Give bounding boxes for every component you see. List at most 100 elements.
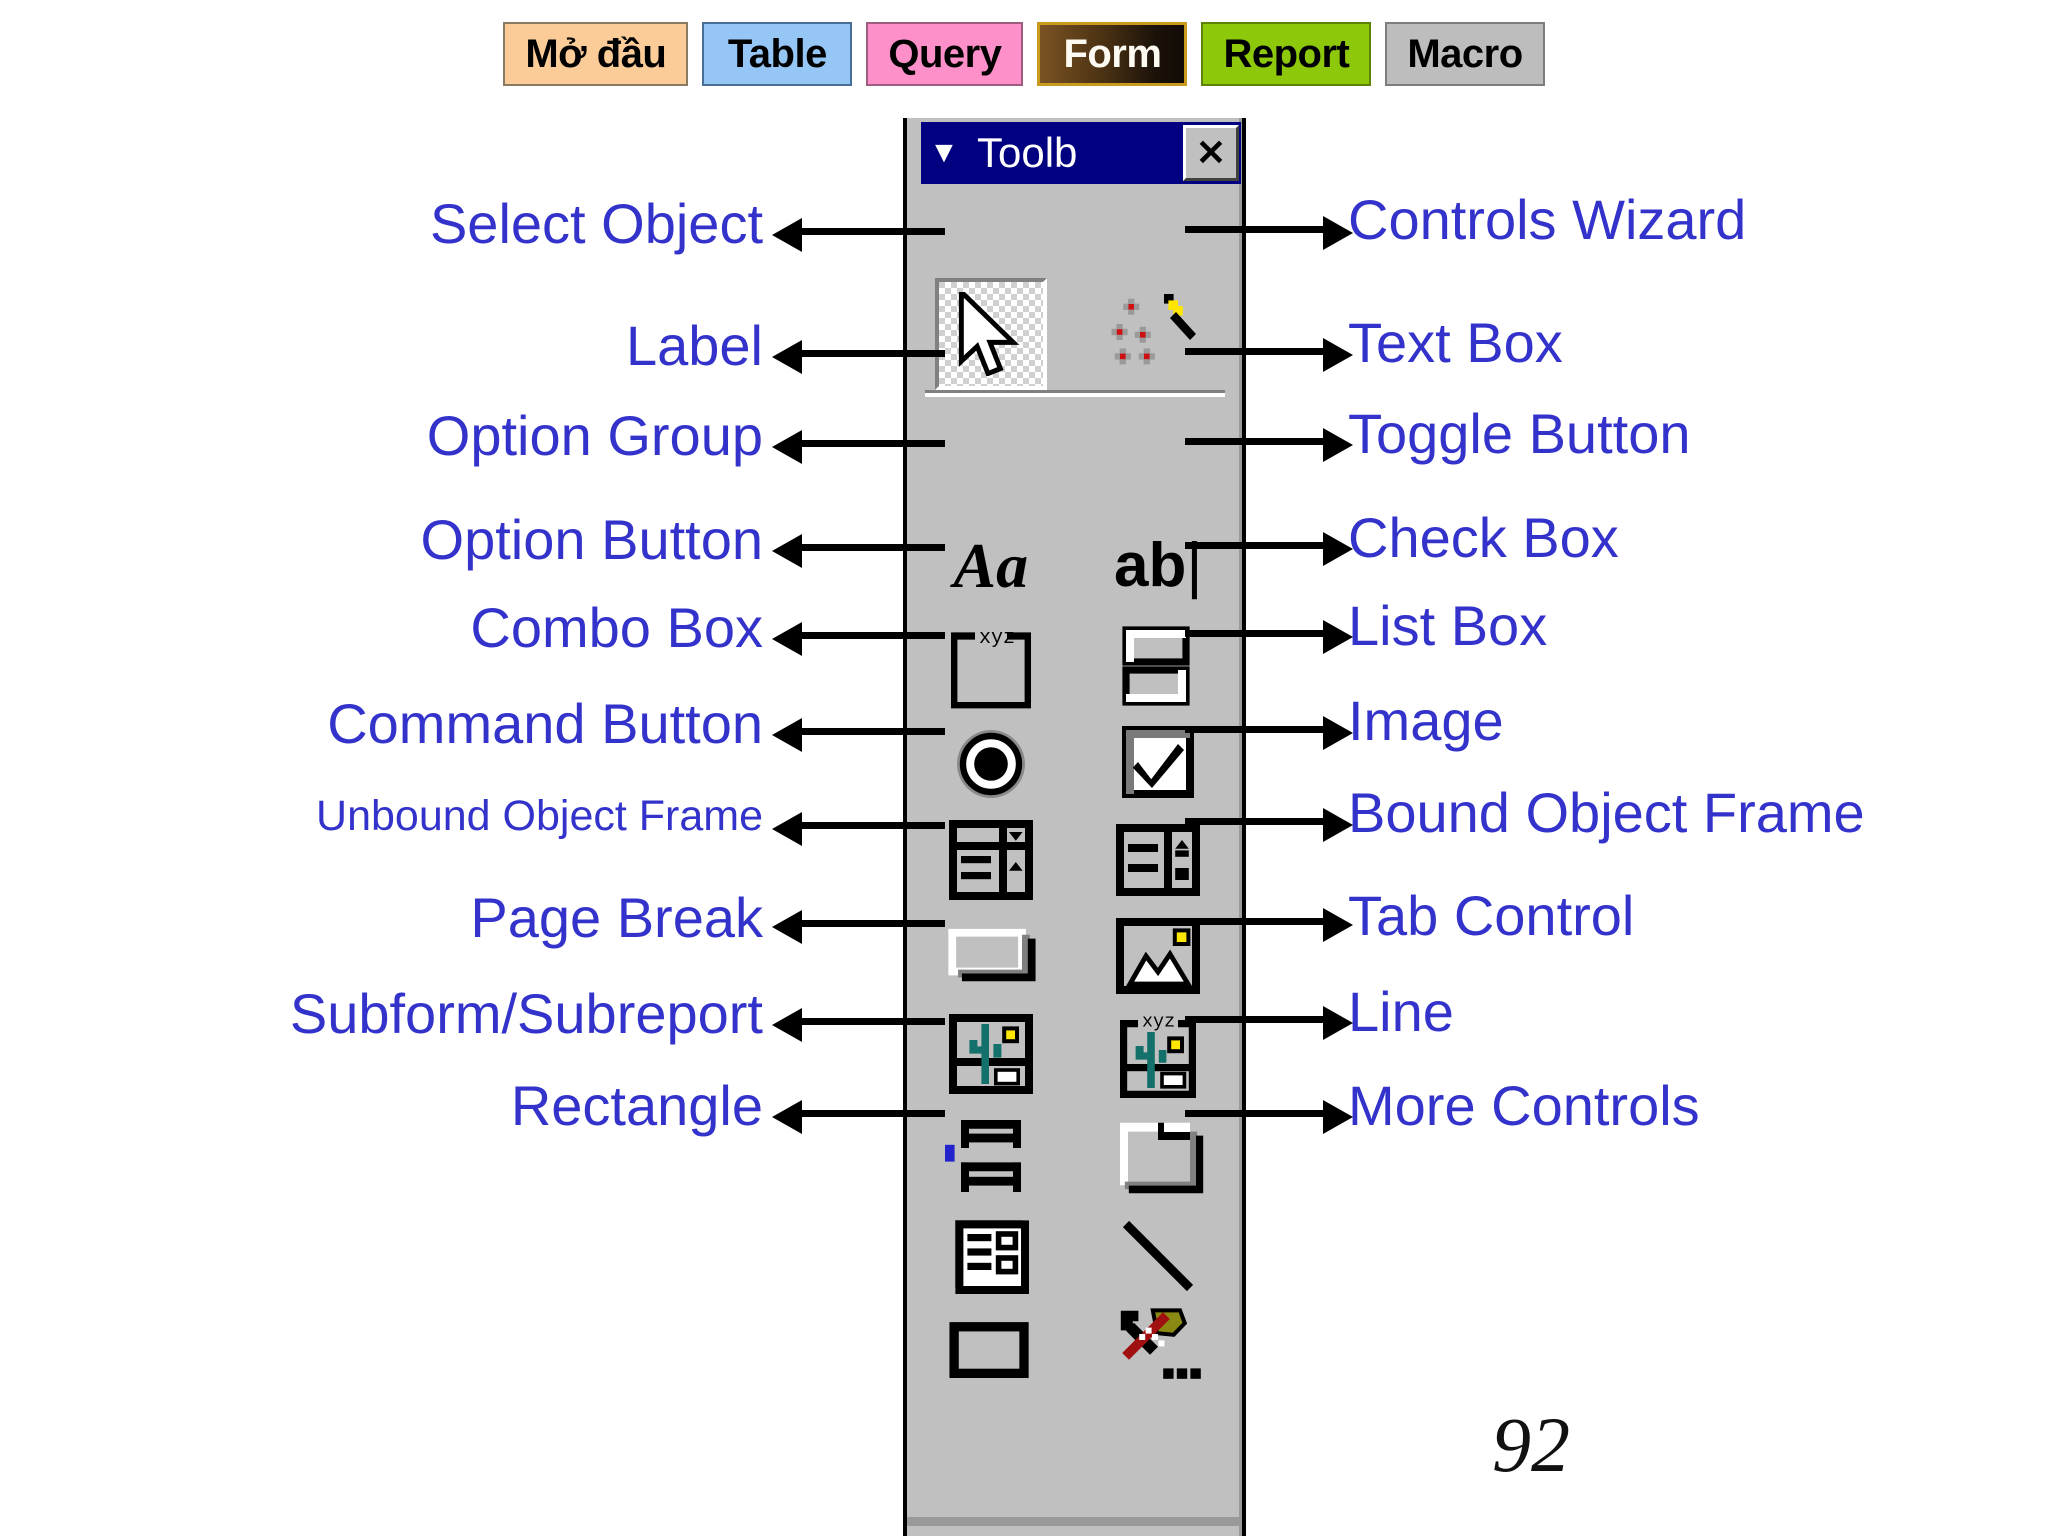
arrow-option-group xyxy=(772,430,945,464)
tool-controls-wizard[interactable] xyxy=(1075,286,1243,382)
callout-more-controls: More Controls xyxy=(1348,1074,1700,1137)
toolbox-row: xyz xyxy=(907,1006,1242,1102)
arrow-option-button xyxy=(772,534,945,568)
tab-report[interactable]: Report xyxy=(1201,22,1372,86)
tab-label: Query xyxy=(888,32,1002,76)
arrow-rectangle xyxy=(772,1100,945,1134)
tab-label: Macro xyxy=(1407,32,1523,76)
tool-command-button[interactable] xyxy=(907,908,1075,1004)
callout-combo-box: Combo Box xyxy=(470,596,763,659)
tool-label[interactable]: Aa xyxy=(907,518,1075,614)
callout-subform-subreport: Subform/Subreport xyxy=(289,982,763,1045)
arrow-page-break xyxy=(772,910,945,944)
image-picture-icon xyxy=(1116,918,1201,994)
tool-toggle-button[interactable] xyxy=(1075,618,1243,714)
tool-tab-control[interactable] xyxy=(1075,1108,1243,1204)
arrow-cursor-icon xyxy=(934,278,1047,390)
tool-option-group[interactable]: xyz xyxy=(907,618,1075,714)
magic-wand-icon xyxy=(1111,294,1197,365)
tool-rectangle[interactable] xyxy=(907,1304,1075,1400)
toolbox-titlebar[interactable]: ▼ Toolb ✕ xyxy=(921,122,1241,184)
tab-label: Mở đầu xyxy=(525,32,667,76)
arrow-toggle-button xyxy=(1185,428,1353,462)
close-icon[interactable]: ✕ xyxy=(1183,125,1239,181)
tool-line[interactable] xyxy=(1075,1208,1243,1304)
combo-box-icon xyxy=(948,820,1033,900)
tool-text-box[interactable]: ab| xyxy=(1075,518,1243,614)
callout-toggle-button: Toggle Button xyxy=(1348,402,1691,465)
label-aa-icon: Aa xyxy=(953,530,1029,601)
arrow-controls-wizard xyxy=(1185,216,1353,250)
tool-list-box[interactable] xyxy=(1075,812,1243,908)
toolbox-bottom-shadow xyxy=(907,1517,1242,1526)
callout-option-button: Option Button xyxy=(420,508,763,571)
tab-query[interactable]: Query xyxy=(866,22,1024,86)
arrow-check-box xyxy=(1185,532,1353,566)
tool-option-button[interactable] xyxy=(907,716,1075,812)
tab-control-icon xyxy=(1120,1122,1204,1194)
tab-label: Report xyxy=(1223,32,1350,76)
arrow-command-button xyxy=(772,718,945,752)
toolbox-separator xyxy=(925,390,1225,397)
arrow-unbound-object-frame xyxy=(772,812,945,846)
callout-select-object: Select Object xyxy=(429,192,763,255)
tab-mo-dau[interactable]: Mở đầu xyxy=(503,22,689,86)
toolbox-row xyxy=(907,908,1242,1004)
tool-bound-object-frame[interactable]: xyz xyxy=(1075,1006,1243,1102)
tab-table[interactable]: Table xyxy=(702,22,853,86)
unbound-object-frame-icon xyxy=(948,1014,1033,1094)
arrow-line xyxy=(1185,1006,1353,1040)
chevron-down-icon[interactable]: ▼ xyxy=(929,136,959,169)
section-tab-strip: Mở đầu Table Query Form Report Macro xyxy=(0,22,2048,86)
callout-image: Image xyxy=(1348,689,1504,752)
arrow-tab-control xyxy=(1185,908,1353,942)
tool-image[interactable] xyxy=(1075,908,1243,1004)
callout-unbound-object-frame: Unbound Object Frame xyxy=(316,792,763,840)
toolbox-row xyxy=(907,1108,1242,1204)
line-icon xyxy=(1123,1220,1194,1292)
callout-text-box: Text Box xyxy=(1348,311,1563,374)
rectangle-icon xyxy=(949,1322,1029,1379)
callout-bound-object-frame: Bound Object Frame xyxy=(1348,781,1865,844)
tool-subform-subreport[interactable] xyxy=(907,1208,1075,1304)
callout-page-break: Page Break xyxy=(470,886,763,949)
callout-list-box: List Box xyxy=(1348,594,1548,657)
tool-page-break[interactable] xyxy=(907,1108,1075,1204)
tool-unbound-object-frame[interactable] xyxy=(907,1006,1075,1102)
option-group-xyz-icon: xyz xyxy=(950,627,1031,709)
arrow-select-object xyxy=(772,218,945,252)
toolbox-title: Toolb xyxy=(977,129,1078,176)
tool-select-object[interactable] xyxy=(907,278,1075,390)
toggle-button-icon xyxy=(1122,626,1190,706)
arrow-more-controls xyxy=(1185,1100,1353,1134)
callout-line: Line xyxy=(1348,980,1454,1043)
svg-text:xyz: xyz xyxy=(979,627,1015,650)
toolbox-row xyxy=(907,278,1243,390)
toolbox-window: ▼ Toolb ✕ xyxy=(903,118,1246,1536)
page-break-icon xyxy=(944,1120,1021,1192)
bound-object-frame-icon: xyz xyxy=(1120,1011,1197,1098)
radio-button-icon xyxy=(956,730,1025,798)
page-number: 92 xyxy=(1492,1401,1570,1488)
callout-tab-control: Tab Control xyxy=(1348,884,1635,947)
callout-option-group: Option Group xyxy=(426,404,763,467)
callout-command-button: Command Button xyxy=(327,692,763,755)
tool-combo-box[interactable] xyxy=(907,812,1075,908)
svg-text:xyz: xyz xyxy=(1142,1011,1175,1032)
toolbox-row xyxy=(907,716,1242,812)
tool-check-box[interactable] xyxy=(1075,716,1243,812)
toolbox-row xyxy=(907,812,1242,908)
arrow-label xyxy=(772,340,945,374)
subform-subreport-icon xyxy=(954,1220,1029,1294)
tool-more-controls[interactable] xyxy=(1075,1304,1243,1400)
arrow-combo-box xyxy=(772,622,945,656)
command-button-icon xyxy=(948,928,1036,982)
callout-check-box: Check Box xyxy=(1348,506,1619,569)
tab-form[interactable]: Form xyxy=(1037,22,1188,86)
toolbox-row: Aa ab| xyxy=(907,518,1242,614)
tab-macro[interactable]: Macro xyxy=(1385,22,1545,86)
arrow-list-box xyxy=(1185,620,1353,654)
textbox-ab-icon: ab| xyxy=(1114,531,1203,600)
list-box-icon xyxy=(1116,824,1201,896)
more-controls-hammer-icon xyxy=(1121,1308,1202,1379)
